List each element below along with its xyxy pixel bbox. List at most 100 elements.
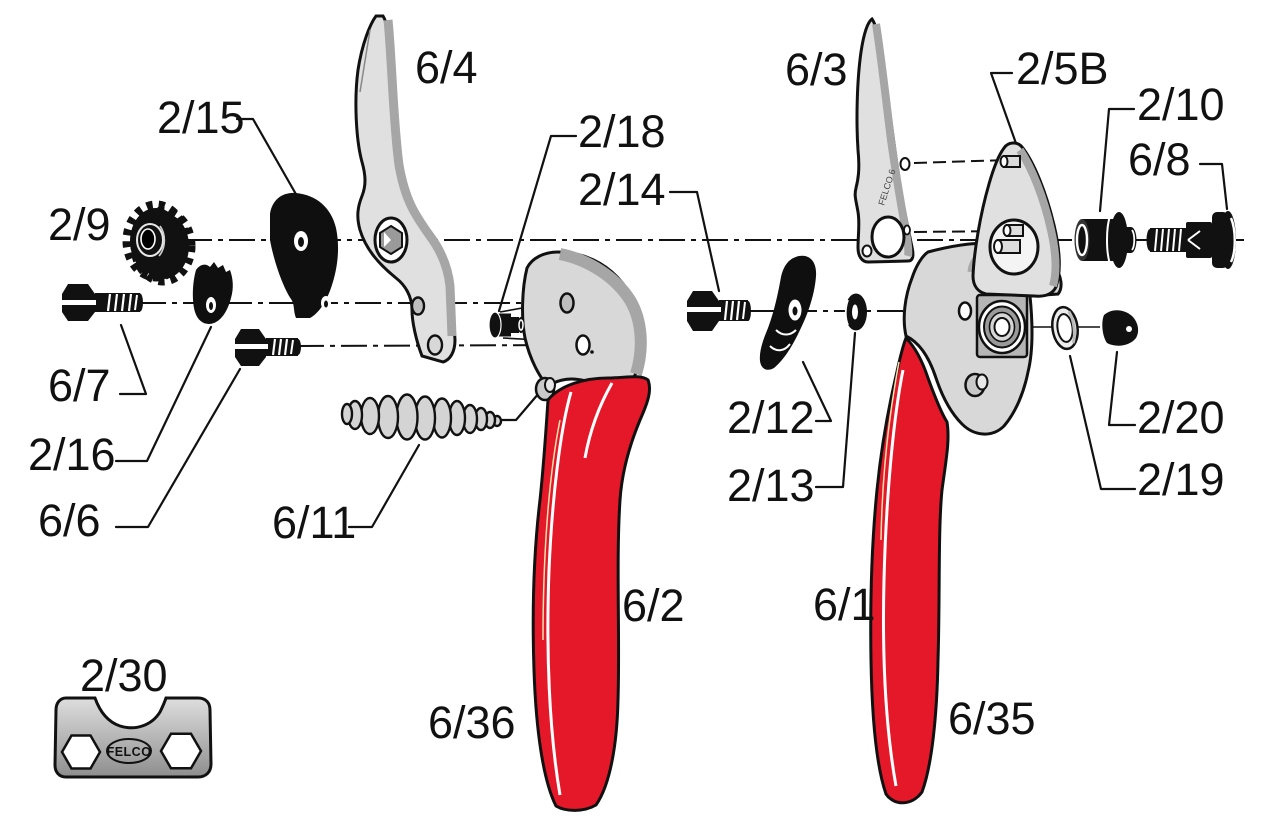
- part-label-2-14: 2/14: [578, 164, 666, 215]
- leader-6-7: [118, 323, 148, 396]
- cap-2-20-body: [1102, 310, 1139, 346]
- leader-2-14: [668, 190, 721, 293]
- part-label-6-7: 6/7: [48, 360, 111, 411]
- blade-6-4-hex-highlight: [384, 232, 391, 247]
- wrench-2-30-right-hex-hole: [159, 732, 203, 770]
- segment-2-16: [192, 262, 233, 324]
- part-label-6-4: 6/4: [415, 42, 478, 93]
- leader-2-15: [235, 117, 299, 198]
- bolt-6-7-slot: [60, 300, 96, 305]
- part-label-2-5B: 2/5B: [1016, 43, 1109, 94]
- leader-2-16: [114, 325, 213, 463]
- blade-6-3-upper-hole: [899, 157, 911, 171]
- handle-left-spring-stud-cap: [544, 377, 556, 393]
- wrench-2-30-left-hex-hole: [60, 734, 102, 770]
- bushing-2-18: [488, 311, 525, 339]
- spring-6-11: [340, 393, 503, 441]
- part-label-2-10: 2/10: [1137, 79, 1225, 130]
- bolt-6-8-hex-chamfer: [1187, 230, 1201, 250]
- bolt-2-14-tip: [745, 301, 751, 321]
- bolt-6-7-tip: [137, 293, 143, 312]
- plate-2-15: [270, 192, 339, 318]
- cap-2-20: [1102, 310, 1139, 346]
- part-label-6-36: 6/36: [428, 697, 516, 748]
- leader-6-6: [114, 367, 242, 529]
- sprocket-2-9-teeth: [122, 200, 190, 282]
- part-labels: 2/9 2/15 6/4 2/18 2/14 6/7 2/16 6/6 6/11…: [28, 42, 1225, 748]
- bolt-6-8: [1146, 211, 1236, 269]
- plate-2-5B-center-pin-cap: [993, 239, 1003, 254]
- handle-left-accent-line: [542, 419, 561, 641]
- bolt-6-6-slot: [233, 344, 268, 349]
- handle-right-red-grip: [869, 335, 950, 805]
- plate-2-12: [759, 255, 817, 370]
- bolt-6-8-thread: [1154, 228, 1158, 252]
- blade-6-4-lower-hole: [426, 334, 444, 356]
- bolt-6-6-thread: [271, 338, 277, 356]
- leader-6-8: [1198, 162, 1229, 211]
- part-label-2-12: 2/12: [727, 392, 815, 443]
- leader-2-10: [1098, 107, 1136, 213]
- part-label-2-18: 2/18: [578, 106, 666, 157]
- handle-left-upper-hole: [559, 292, 575, 314]
- blade-6-3-small-hole: [903, 224, 911, 236]
- plate-2-15-body: [270, 192, 339, 318]
- spring-coil: [395, 393, 419, 441]
- bolt-6-8-head-face: [1220, 211, 1236, 269]
- washer-2-13: [844, 293, 867, 331]
- leader-2-19: [1068, 354, 1137, 491]
- bolt-6-8-hex: [1186, 222, 1212, 258]
- bolt-2-14-thread: [735, 300, 741, 321]
- part-label-2-30: 2/30: [80, 650, 168, 701]
- bolt-6-8-tip: [1146, 229, 1154, 251]
- handle-left-detent: [590, 350, 594, 354]
- plate-2-5B-mid-pin-cap: [1002, 224, 1012, 237]
- blade-6-3-lower-hole: [861, 244, 873, 258]
- bolt-6-7-thread: [106, 293, 112, 312]
- bolt-2-14-thread: [723, 300, 729, 321]
- washer-2-13-highlight: [844, 299, 849, 326]
- handle-left-pinstripe-short: [583, 382, 614, 459]
- part-label-2-13: 2/13: [727, 460, 815, 511]
- bushing-2-18-step: [511, 317, 519, 333]
- part-label-6-2: 6/2: [622, 580, 685, 631]
- blade-6-3: FELCO 6: [853, 16, 915, 264]
- felco-logo-text: FELCO: [107, 745, 152, 759]
- part-label-6-1: 6/1: [813, 579, 876, 630]
- part-label-2-15: 2/15: [157, 92, 245, 143]
- sprocket-2-9: [122, 200, 196, 286]
- bushing-2-10-right-highlight: [1131, 229, 1136, 251]
- part-label-2-19: 2/19: [1137, 454, 1225, 505]
- bolt-6-6-thread: [283, 338, 289, 356]
- bolt-6-7-thread: [120, 293, 126, 312]
- leader-2-20: [1107, 350, 1137, 427]
- plate-2-5B: [971, 141, 1061, 298]
- pin-projection-upper: [913, 159, 1009, 164]
- spring-coil: [359, 396, 381, 436]
- wrench-2-30: FELCO: [53, 696, 213, 779]
- leader-2-5B: [989, 71, 1020, 151]
- bolt-6-8-thread: [1172, 228, 1176, 252]
- plate-2-12-hole: [792, 306, 798, 316]
- segment-2-16-body: [192, 262, 233, 324]
- plate-2-12-body: [759, 255, 817, 370]
- leader-2-13: [814, 331, 857, 489]
- bolt-6-7-thread: [113, 293, 119, 312]
- bolt-2-14-thread: [729, 300, 735, 321]
- part-label-6-3: 6/3: [785, 44, 848, 95]
- part-label-2-9: 2/9: [48, 199, 111, 250]
- bolt-6-7: [60, 284, 143, 321]
- bolt-6-8-thread: [1178, 228, 1182, 252]
- sprocket-2-9-bore: [140, 228, 156, 250]
- part-label-2-20: 2/20: [1137, 392, 1225, 443]
- sprocket-2-9-hub-side: [158, 225, 166, 257]
- part-label-6-35: 6/35: [948, 693, 1036, 744]
- bushing-2-10-bore-ring: [1075, 223, 1089, 257]
- leader-lines: [114, 71, 1229, 529]
- blade-6-4-back-band: [383, 19, 457, 337]
- part-label-6-6: 6/6: [38, 495, 101, 546]
- bolt-6-7-thread: [127, 293, 133, 312]
- bushing-2-18-tip-highlight: [518, 319, 524, 331]
